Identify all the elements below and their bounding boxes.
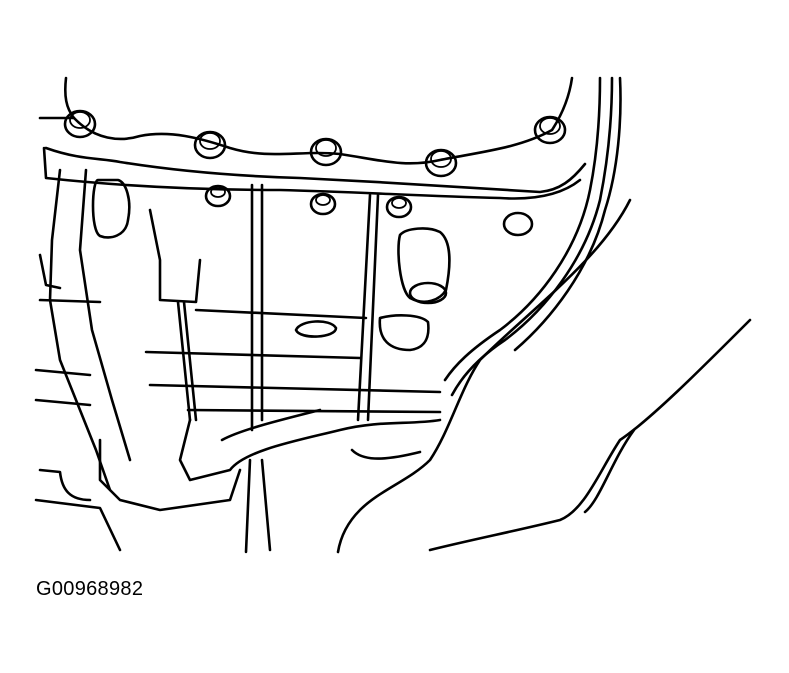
lower-bolt-3 xyxy=(385,195,413,219)
lower-right-curve xyxy=(350,448,422,460)
pan-step xyxy=(220,408,322,442)
filter-base xyxy=(378,314,430,352)
lower-stem-1 xyxy=(244,458,252,554)
oil-filter-ring xyxy=(408,281,448,305)
flange-lower-edge xyxy=(44,146,587,194)
outer-housing xyxy=(336,198,632,554)
left-block-1 xyxy=(48,168,112,492)
left-lower-bracket xyxy=(38,468,92,502)
oil-filter-boss xyxy=(397,227,451,303)
pan-bottom xyxy=(178,418,442,482)
left-ribs-1 xyxy=(38,298,102,304)
face-line-2 xyxy=(144,350,362,360)
rib-c xyxy=(356,193,372,422)
flange-bolt-5 xyxy=(533,115,567,145)
figure-id-caption: G00968982 xyxy=(36,578,144,600)
drain-plug xyxy=(294,320,338,338)
right-curve-line xyxy=(428,318,752,552)
left-bottom-line xyxy=(34,498,122,552)
flange-outer xyxy=(42,146,582,200)
lower-stem-2 xyxy=(260,458,272,552)
rib-c-2 xyxy=(366,193,380,422)
face-line-3 xyxy=(148,383,442,394)
flange-bolt-2 xyxy=(193,130,227,160)
pan-bottom-2 xyxy=(98,438,242,512)
lower-bolt-1 xyxy=(204,184,232,208)
right-curve-line-2 xyxy=(583,428,636,514)
left-tab xyxy=(38,253,62,290)
rib-a xyxy=(148,208,202,304)
right-cover-1 xyxy=(443,76,602,382)
lower-bolt-2 xyxy=(309,192,337,216)
flange-bolt-1 xyxy=(63,109,97,139)
left-boss xyxy=(91,178,131,239)
lower-bolt-4 xyxy=(502,211,534,237)
flange-bolt-4 xyxy=(424,148,458,178)
left-ribs-3 xyxy=(34,398,92,407)
face-line-1 xyxy=(194,308,368,320)
left-block-2 xyxy=(78,168,132,462)
flange-bolt-3 xyxy=(309,137,343,167)
rib-a-stem-2 xyxy=(176,300,192,422)
right-cover-3 xyxy=(513,76,622,352)
left-ribs-2 xyxy=(34,368,92,377)
rib-a-stem xyxy=(182,300,198,422)
pan-upper-outline xyxy=(63,76,574,165)
